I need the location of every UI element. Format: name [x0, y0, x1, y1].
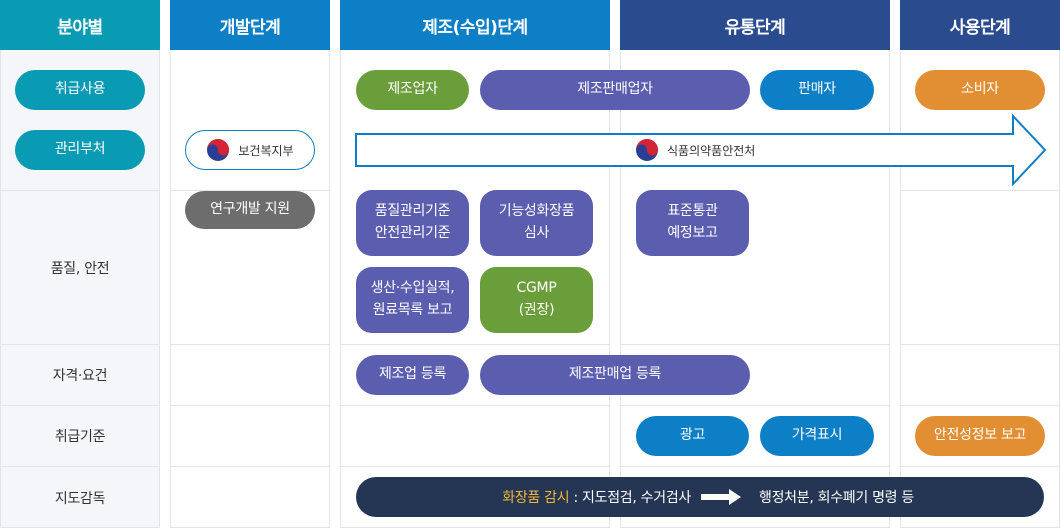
ministry-welfare-label: 보건복지부	[238, 143, 294, 158]
row-divider	[340, 466, 610, 467]
cgmp-line1: CGMP	[516, 280, 557, 297]
row-label-qualification: 자격·요건	[52, 368, 108, 384]
row-divider	[620, 344, 890, 345]
manufacturer-pill: 제조업자	[356, 70, 469, 110]
row-divider	[170, 405, 330, 406]
mfg-registration-pill: 제조업 등록	[356, 355, 469, 395]
supervision-highlight: 화장품 감시	[502, 490, 570, 506]
quality-standards-line2: 안전관리기준	[374, 225, 451, 241]
row-divider	[0, 344, 160, 345]
row-divider	[0, 466, 160, 467]
mfg-seller-pill: 제조판매업자	[480, 70, 750, 110]
safety-report-pill: 안전성정보 보고	[915, 416, 1045, 456]
row-divider	[900, 466, 1060, 467]
header-field: 분야별	[0, 0, 160, 50]
production-report-line2: 원료목록 보고	[372, 302, 453, 318]
column-dev-body	[170, 50, 330, 528]
functional-review-pill: 기능성화장품 심사	[480, 190, 593, 256]
seller-pill: 판매자	[760, 70, 874, 110]
header-mfg: 제조(수입)단계	[340, 0, 610, 50]
mfds-arrow	[355, 114, 1047, 186]
rnd-support-pill: 연구개발 지원	[185, 191, 315, 229]
row-divider	[900, 344, 1060, 345]
supervision-bar: 화장품 감시 : 지도점검, 수거검사 행정처분, 회수폐기 명령 등	[356, 477, 1044, 517]
quality-standards-pill: 품질관리기준 안전관리기준	[356, 190, 469, 256]
consumer-pill: 소비자	[915, 70, 1045, 110]
supervision-first-text: : 지도점검, 수거검사	[569, 490, 691, 506]
taegeuk-icon	[636, 139, 658, 161]
price-label-pill: 가격표시	[760, 416, 874, 456]
arrow-right-icon	[701, 489, 741, 505]
row-divider	[170, 344, 330, 345]
header-dist: 유통단계	[620, 0, 890, 50]
row-divider	[0, 405, 160, 406]
cgmp-pill: CGMP (권장)	[480, 267, 593, 333]
row-divider	[340, 344, 610, 345]
functional-review-line1: 기능성화장품	[498, 203, 575, 220]
production-report-line1: 생산·수입실적,	[370, 280, 455, 297]
ministry-mfds-badge: 식품의약품안전처	[635, 137, 755, 163]
ministry-mfds-label: 식품의약품안전처	[667, 143, 756, 158]
column-field: 분야별	[0, 0, 160, 528]
ministry-welfare-badge: 보건복지부	[185, 130, 315, 170]
header-dev: 개발단계	[170, 0, 330, 50]
supervision-first: 화장품 감시 : 지도점검, 수거검사	[356, 487, 691, 507]
customs-report-line2: 예정보고	[667, 225, 718, 241]
supervision-second: 행정처분, 회수폐기 명령 등	[759, 490, 914, 506]
header-use: 사용단계	[900, 0, 1060, 50]
row-divider	[0, 190, 160, 191]
row-label-supervision: 지도감독	[54, 490, 106, 507]
cgmp-line2: (권장)	[518, 302, 555, 318]
functional-review-line2: 심사	[523, 225, 550, 241]
mfgsell-registration-pill: 제조판매업 등록	[480, 355, 750, 395]
row-label-standard: 취급기준	[54, 429, 106, 445]
quality-standards-line1: 품질관리기준	[374, 203, 451, 220]
advertising-pill: 광고	[636, 416, 749, 456]
customs-report-line1: 표준통관	[667, 203, 718, 220]
row-label-handling-use: 취급사용	[15, 70, 145, 110]
column-field-body	[0, 50, 160, 528]
production-report-pill: 생산·수입실적, 원료목록 보고	[356, 267, 469, 333]
row-divider	[170, 466, 330, 467]
taegeuk-icon	[207, 139, 230, 161]
row-divider	[620, 405, 890, 406]
row-divider	[340, 405, 610, 406]
column-dev: 개발단계	[170, 0, 330, 528]
row-divider	[620, 466, 890, 467]
row-divider	[900, 190, 1060, 191]
row-divider	[170, 190, 330, 191]
row-label-ministry: 관리부처	[15, 130, 145, 170]
row-divider	[900, 405, 1060, 406]
customs-report-pill: 표준통관 예정보고	[636, 190, 749, 256]
row-label-quality: 품질, 안전	[50, 260, 110, 277]
